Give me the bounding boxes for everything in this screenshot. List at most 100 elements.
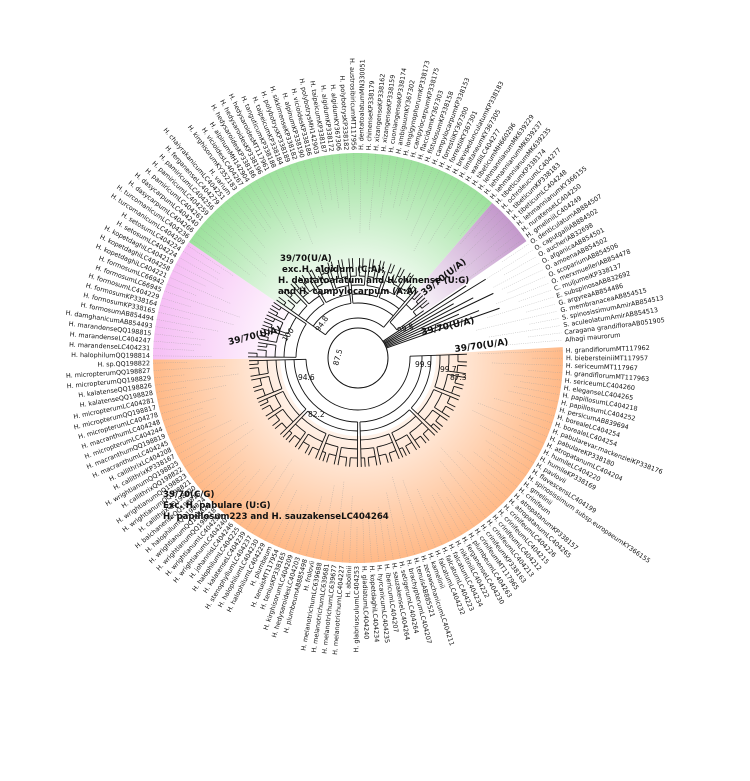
tree-branch <box>274 318 284 324</box>
tree-branch <box>405 283 412 292</box>
bootstrap-value: 94.6 <box>298 373 315 382</box>
tip-leader <box>153 374 185 379</box>
tip-leader <box>245 459 292 530</box>
tree-branch <box>298 441 304 450</box>
tree-branch <box>405 445 411 455</box>
tree-branch <box>293 281 300 289</box>
tip-leader <box>410 169 440 236</box>
tree-branch-arc <box>360 409 410 432</box>
tip-leader <box>390 156 398 195</box>
tree-branch <box>285 288 293 296</box>
tree-branch <box>396 315 417 331</box>
tip-leader <box>431 494 456 539</box>
tree-branch <box>383 315 394 328</box>
tree-branch <box>393 286 399 295</box>
tree-branch <box>445 405 454 411</box>
tree-branch <box>396 267 402 277</box>
tip-leader <box>519 425 548 438</box>
tree-branch-arc <box>284 359 307 410</box>
clade-green <box>188 153 493 314</box>
tree-branch-arc <box>411 297 415 301</box>
tip-leader <box>457 451 508 499</box>
tree-branch <box>350 276 352 286</box>
tip-leader <box>496 282 549 304</box>
outgroup-branch <box>383 278 486 343</box>
tree-branch-arc <box>308 295 320 305</box>
tree-branch <box>379 279 383 289</box>
tree-branch <box>270 327 280 332</box>
tree-branch <box>271 305 280 311</box>
tree-branch-arc <box>341 276 348 279</box>
tip-leader <box>493 398 555 417</box>
tip-leader <box>159 304 234 325</box>
outgroup-branch <box>384 297 474 345</box>
tip-leader <box>157 385 227 400</box>
bootstrap-value: 87.3 <box>450 373 467 382</box>
tree-branch <box>410 287 417 296</box>
tree-branch <box>317 266 322 275</box>
tree-branch <box>411 290 419 299</box>
tree-branch <box>254 388 263 392</box>
tip-leader <box>452 187 472 217</box>
tip-leader <box>400 526 408 557</box>
tree-branch <box>392 275 398 285</box>
tip-leader <box>211 469 245 502</box>
tree-branch <box>273 301 282 308</box>
tree-branch-arc <box>454 375 457 384</box>
tree-branch <box>258 398 267 403</box>
tree-branch <box>274 390 284 396</box>
tree-branch <box>330 261 335 271</box>
orange-clade-note-1: 39/70(C/G) <box>163 490 214 500</box>
tree-branch <box>414 440 421 449</box>
tip-leader <box>473 451 518 488</box>
tree-branch <box>378 260 382 270</box>
tree-branch <box>376 269 380 279</box>
tip-leader <box>199 227 224 248</box>
tree-branch <box>299 432 306 440</box>
tree-branch <box>385 453 389 463</box>
tip-leader <box>486 220 511 243</box>
tree-branch <box>441 411 450 418</box>
tree-branch <box>341 259 344 269</box>
tip-leader <box>529 318 560 325</box>
tip-leader <box>519 399 557 410</box>
tree-branch <box>285 432 293 441</box>
tree-branch-arc <box>385 280 391 284</box>
tree-branch-arc <box>396 275 401 278</box>
tree-branch <box>298 276 305 285</box>
tip-leader <box>496 232 521 251</box>
tip-leader <box>184 451 211 468</box>
tree-branch <box>407 285 415 294</box>
tip-label: H. sp.QQ198822 <box>97 359 150 368</box>
tip-leader <box>477 350 563 354</box>
tree-branch <box>296 290 304 298</box>
tree-branch <box>417 297 426 305</box>
tip-leader <box>503 339 563 346</box>
tree-branch <box>399 269 405 278</box>
tree-branch-arc <box>298 305 308 316</box>
tip-leader <box>179 257 219 280</box>
tip-leader <box>520 381 561 388</box>
outgroup-branch <box>385 313 460 347</box>
tree-branch <box>300 298 308 307</box>
tip-leader <box>526 303 556 313</box>
tip-leader <box>334 481 345 562</box>
tree-branch <box>286 421 294 429</box>
tip-leader <box>349 496 353 563</box>
tree-branch-arc <box>307 410 358 432</box>
tree-branch <box>251 377 261 381</box>
tree-branch <box>401 447 407 456</box>
tree-branch <box>258 342 268 345</box>
tip-leader <box>284 505 303 550</box>
tree-branch <box>424 419 432 427</box>
tip-label: H. sericeumMT117967 <box>566 362 638 373</box>
tip-leader <box>455 226 516 277</box>
tree-branch <box>312 325 326 336</box>
tree-branch <box>390 274 395 283</box>
bootstrap-value: 87.5 <box>331 348 344 367</box>
tree-branch <box>348 285 351 295</box>
tip-leader <box>491 362 563 366</box>
tree-branch <box>447 373 457 377</box>
tip-leader <box>433 172 447 201</box>
tip-leader <box>444 191 478 239</box>
